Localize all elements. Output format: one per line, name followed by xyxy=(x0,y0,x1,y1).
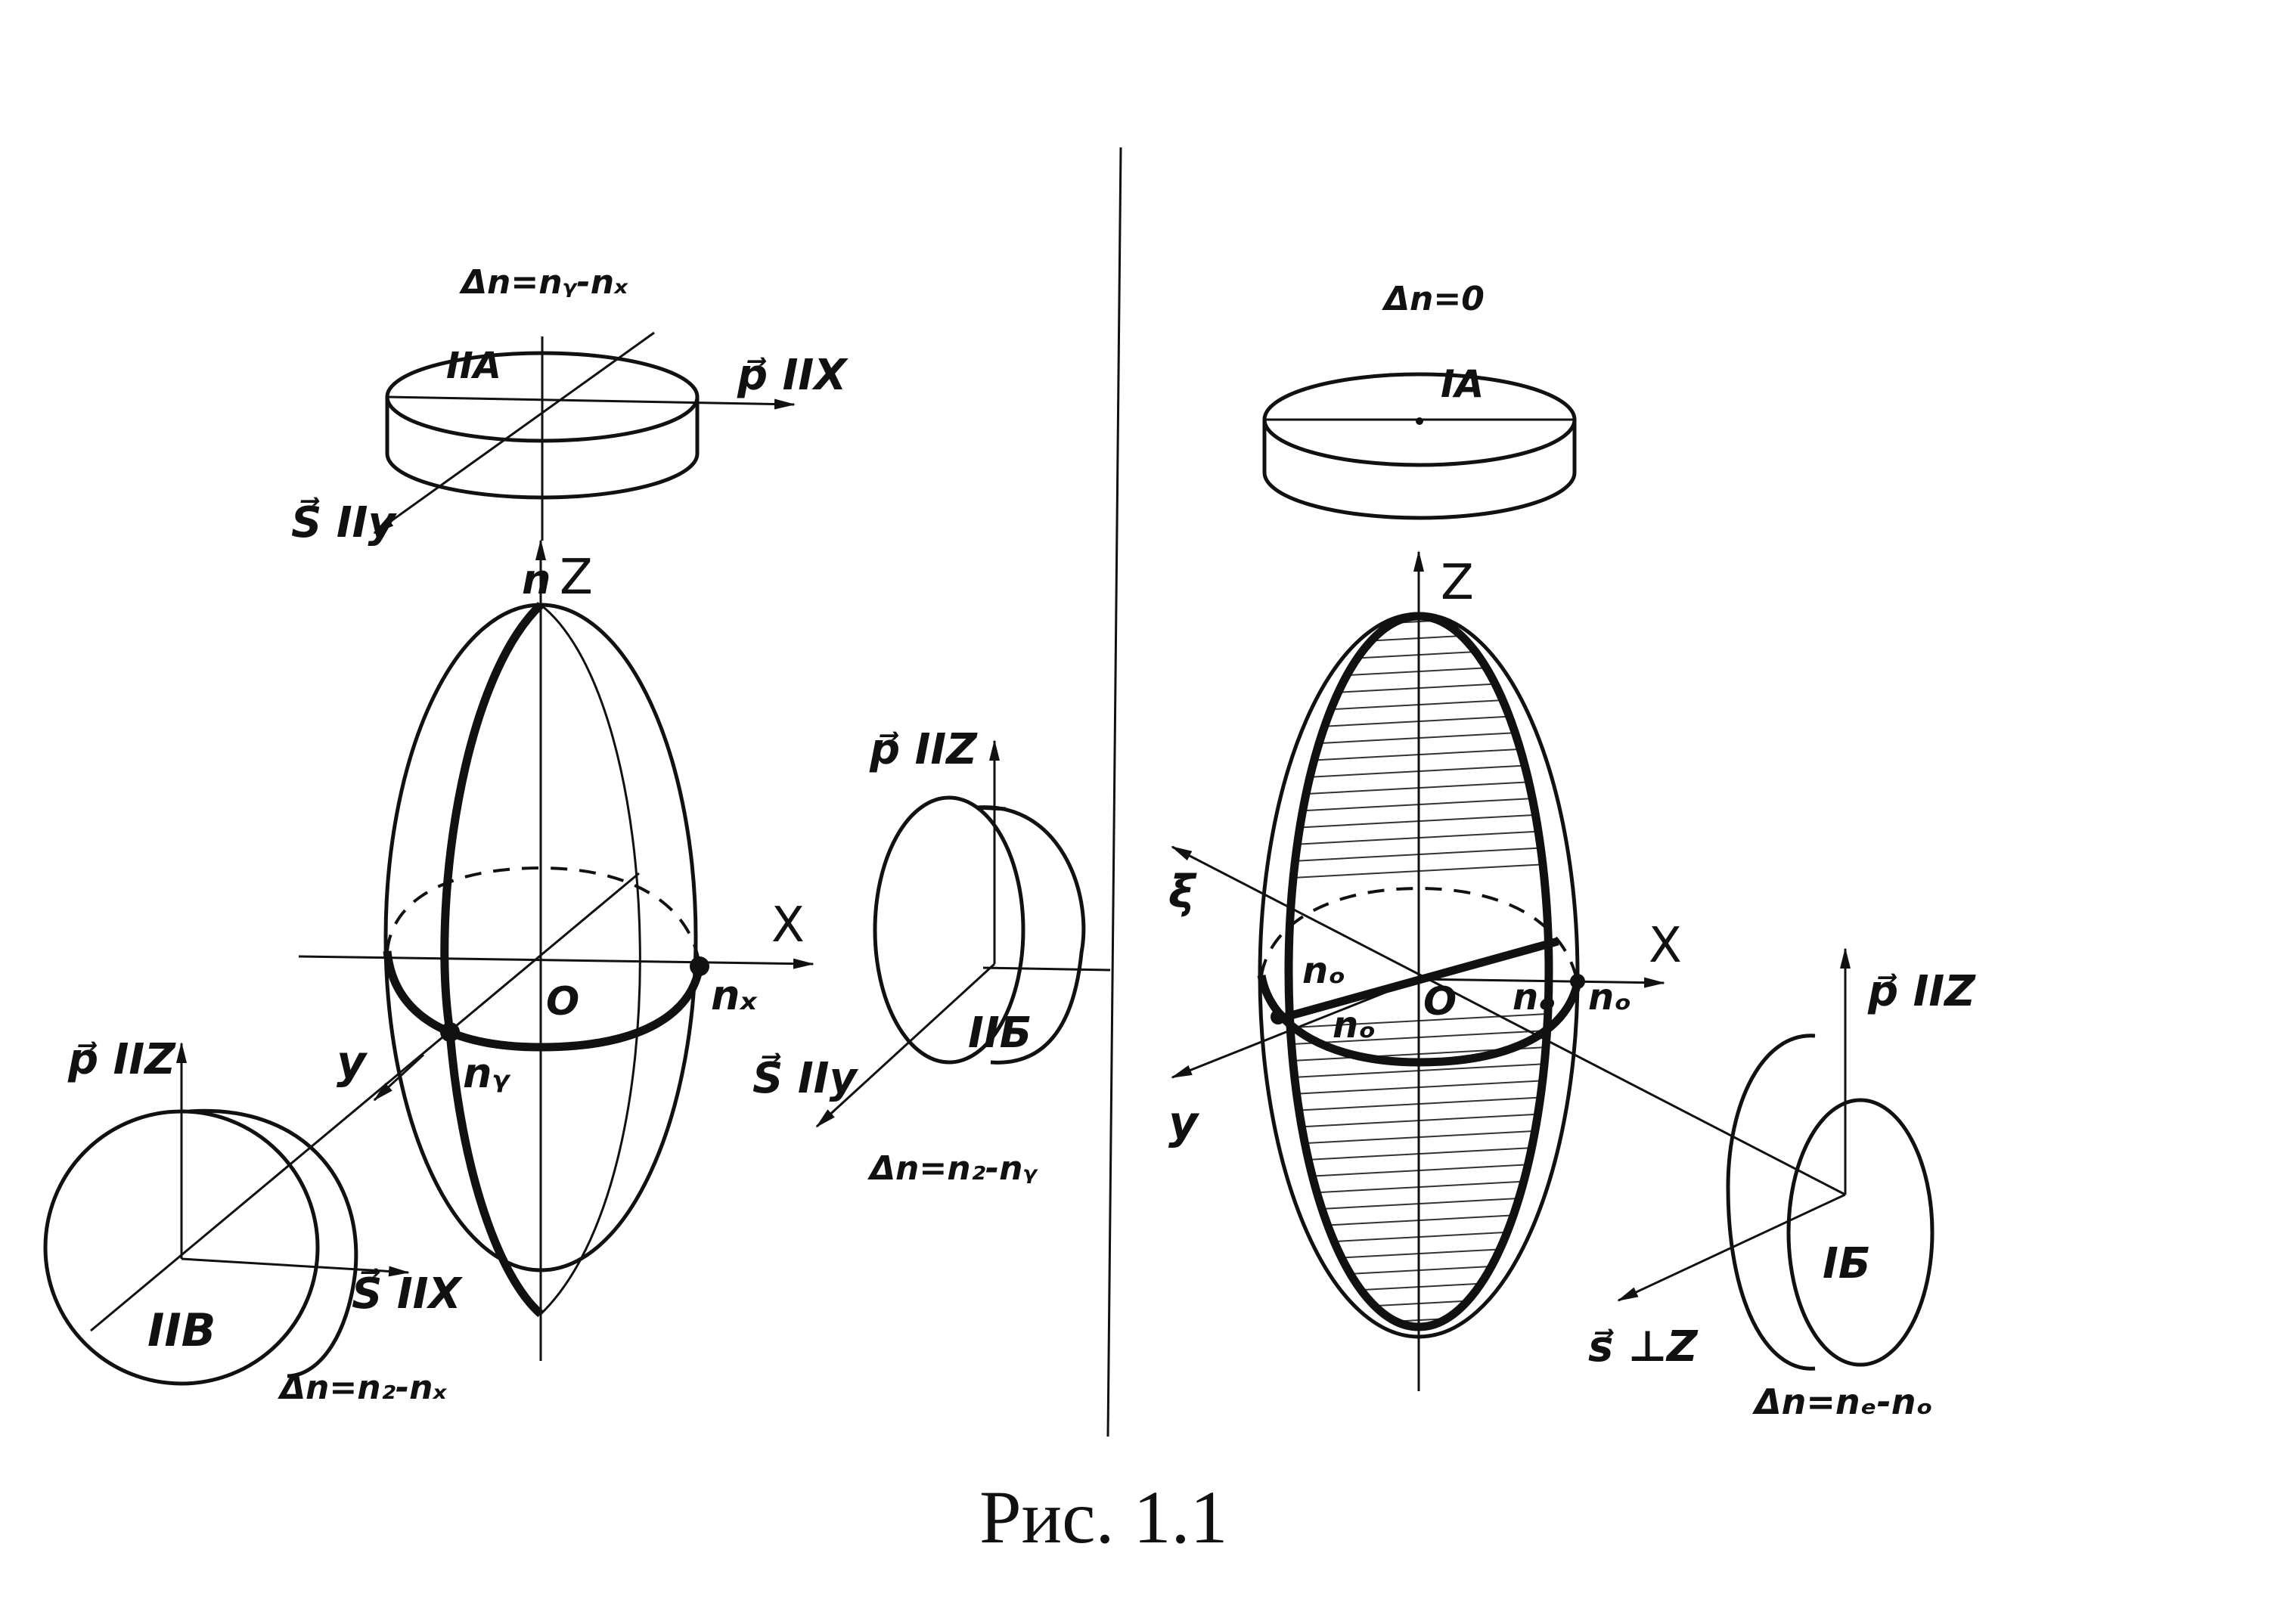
left-nz-label: n xyxy=(522,556,551,603)
right-y-label: y xyxy=(1168,1096,1200,1149)
plate-IIA-name: IIA xyxy=(446,345,501,387)
plate-IIA-p: p⃗ IIX xyxy=(737,351,849,400)
divider-line xyxy=(1106,147,1122,1437)
left-y-axis xyxy=(90,872,640,1332)
left-x-axis xyxy=(298,955,814,969)
plate-IIB-dn: Δn=n₂-nᵧ xyxy=(867,1149,1038,1188)
plate-IB-p: p⃗ IIZ xyxy=(1867,967,1976,1016)
plate-IIB: IIБ p⃗ IIZ S⃗ IIy Δn=n₂-nᵧ xyxy=(752,725,1111,1188)
plate-IIV-p: p⃗ IIZ xyxy=(67,1035,176,1084)
plate-IA-name: IA xyxy=(1441,362,1484,406)
plate-IB-name: IБ xyxy=(1823,1239,1871,1288)
left-meridian-thin xyxy=(539,603,641,1316)
plate-IIB-p: p⃗ IIZ xyxy=(869,725,978,774)
plate-IIA: IIA p⃗ IIX S⃗ IIy Δn=nᵧ-nₓ xyxy=(291,263,849,547)
right-no-left-label: nₒ xyxy=(1302,950,1346,992)
left-x-label: X xyxy=(771,897,805,953)
plate-IIV: IIВ p⃗ IIZ S⃗ IIX Δn=n₂-nₓ xyxy=(43,1035,464,1407)
left-z-label: Z xyxy=(560,550,593,606)
plate-IB-s: s⃗ ⊥Z xyxy=(1588,1322,1699,1372)
plate-IIV-dn: Δn=n₂-nₓ xyxy=(278,1368,447,1407)
plate-IA-dn: Δn=0 xyxy=(1382,280,1485,318)
right-no-right-label: nₒ xyxy=(1588,976,1632,1018)
figure-caption: Рис. 1.1 xyxy=(979,1475,1228,1559)
right-no-left-dot xyxy=(1271,1009,1286,1024)
left-y-label: y xyxy=(337,1036,368,1089)
left-equator-front xyxy=(383,950,704,1052)
plate-IIB-name: IIБ xyxy=(968,1009,1032,1058)
right-no-right-dot xyxy=(1570,974,1585,989)
right-xi-label: ξ xyxy=(1168,866,1197,919)
left-nx-dot xyxy=(690,956,709,976)
left-origin-label: O xyxy=(546,979,579,1024)
plate-IA: IA Δn=0 xyxy=(1262,280,1577,520)
right-y-axis xyxy=(1171,978,1419,1079)
plate-IB-dn: Δn=nₑ-nₒ xyxy=(1751,1381,1933,1422)
right-z-label: Z xyxy=(1441,555,1474,611)
left-meridian-thick xyxy=(440,602,544,1318)
plate-IIA-s: S⃗ IIy xyxy=(291,497,398,547)
plate-IIV-name: IIВ xyxy=(147,1304,216,1357)
plate-IIB-s: S⃗ IIy xyxy=(752,1052,859,1103)
right-x-axis xyxy=(1418,977,1665,988)
plate-IB: IБ p⃗ IIZ s⃗ ⊥Z Δn=nₑ-nₒ xyxy=(1588,947,1976,1422)
left-ny-dot xyxy=(440,1022,460,1042)
left-nx-label: nₓ xyxy=(711,972,758,1019)
plate-IIA-dn: Δn=nᵧ-nₓ xyxy=(459,263,628,302)
right-x-label: X xyxy=(1649,918,1682,974)
right-no-mid-label: nₒ xyxy=(1513,976,1556,1018)
right-uniaxial-diagram: Z X y ξ O nₒ nₒ nₒ nₒ IA Δn=0 IБ p⃗ IIZ … xyxy=(1168,280,1976,1422)
left-equator-back xyxy=(386,866,701,967)
right-origin-label: O xyxy=(1423,979,1457,1024)
right-no-front-label: nₒ xyxy=(1333,1004,1376,1046)
plate-IIV-s: S⃗ IIX xyxy=(352,1268,464,1319)
left-biaxial-diagram: Z X y O n nₓ nᵧ IIA p⃗ IIX S⃗ IIy Δn=nᵧ-… xyxy=(43,263,1111,1407)
left-ny-label: nᵧ xyxy=(463,1049,510,1097)
